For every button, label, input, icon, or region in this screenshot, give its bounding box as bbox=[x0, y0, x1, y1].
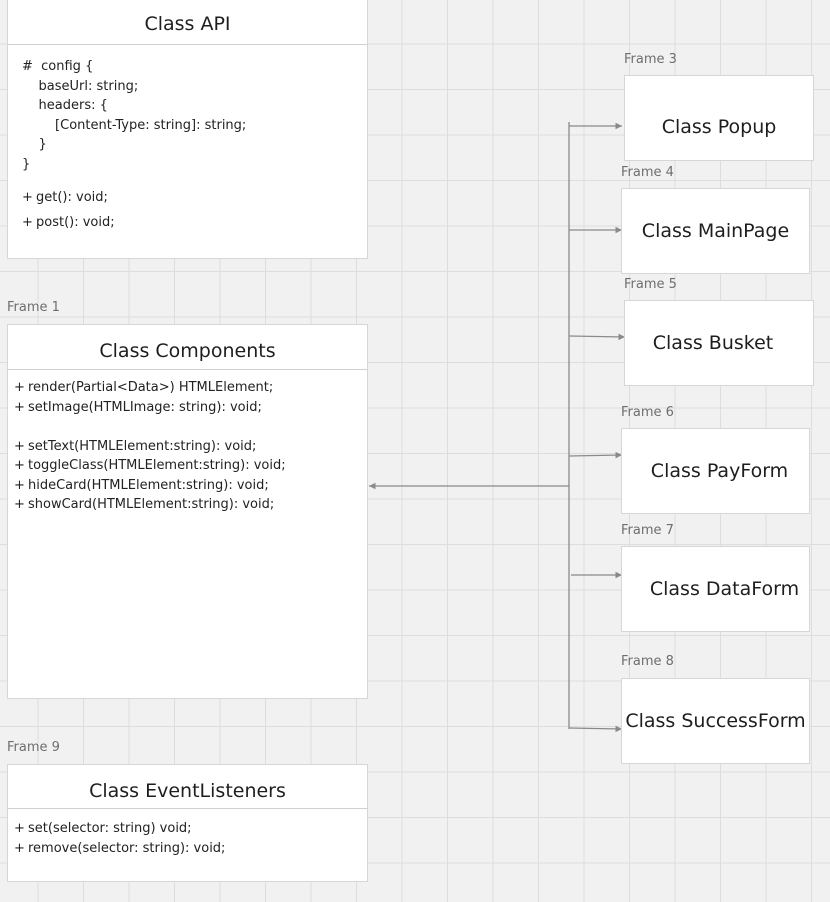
method-signature: showCard(HTMLElement:string): void; bbox=[28, 497, 275, 512]
method-signature: hideCard(HTMLElement:string): void; bbox=[28, 477, 269, 493]
method-signature: post(): void; bbox=[36, 215, 115, 230]
method-row: +hideCard(HTMLElement:string): void; bbox=[14, 476, 286, 496]
class-api-config: # config { baseUrl: string; headers: { [… bbox=[22, 57, 246, 174]
method-row: +toggleClass(HTMLElement:string): void; bbox=[14, 456, 286, 476]
class-successform-title: Class SuccessForm bbox=[625, 710, 806, 732]
public-symbol: + bbox=[14, 399, 25, 415]
class-popup-box[interactable]: Class Popup bbox=[624, 75, 814, 161]
frame-label: Frame 3 bbox=[624, 52, 677, 67]
config-line: headers: { bbox=[22, 98, 108, 113]
class-components-methods: +render(Partial<Data>) HTMLElement; +set… bbox=[14, 378, 286, 515]
method-row: +showCard(HTMLElement:string): void; bbox=[14, 495, 286, 515]
method-signature: setText(HTMLElement:string): void; bbox=[28, 438, 257, 454]
class-dataform-title: Class DataForm bbox=[649, 578, 800, 600]
public-symbol: + bbox=[14, 458, 25, 473]
public-symbol: + bbox=[22, 215, 33, 230]
method-row: +set(selector: string) void; bbox=[14, 819, 225, 839]
public-symbol: + bbox=[14, 497, 25, 512]
config-line: baseUrl: string; bbox=[22, 78, 139, 94]
public-symbol: + bbox=[14, 438, 25, 454]
method-row: +render(Partial<Data>) HTMLElement; bbox=[14, 378, 286, 398]
method-signature: set(selector: string) void; bbox=[28, 821, 192, 836]
config-line: # config { bbox=[22, 59, 94, 74]
arrow-to-payform bbox=[568, 451, 623, 459]
method-signature: toggleClass(HTMLElement:string): void; bbox=[28, 458, 286, 473]
method-row: +remove(selector: string): void; bbox=[14, 839, 225, 859]
class-api-title-bar: Class API bbox=[8, 0, 367, 45]
class-components-title-bar: Class Components bbox=[8, 325, 367, 370]
frame-label: Frame 9 bbox=[7, 740, 60, 755]
public-symbol: + bbox=[14, 477, 25, 493]
class-api-methods: +get(): void; +post(): void; bbox=[22, 185, 115, 235]
class-eventlisteners-box[interactable]: Class EventListeners +set(selector: stri… bbox=[7, 764, 368, 882]
frame-label: Frame 7 bbox=[621, 523, 674, 538]
frame-label: Frame 6 bbox=[621, 405, 674, 420]
class-payform-title: Class PayForm bbox=[650, 460, 789, 482]
method-signature: remove(selector: string): void; bbox=[28, 840, 226, 856]
public-symbol: + bbox=[14, 380, 25, 395]
method-row: +setText(HTMLElement:string): void; bbox=[14, 437, 286, 457]
class-busket-box[interactable]: Class Busket bbox=[624, 300, 814, 386]
class-eventlisteners-title: Class EventListeners bbox=[89, 780, 286, 802]
method-signature: render(Partial<Data>) HTMLElement; bbox=[28, 380, 274, 395]
public-symbol: + bbox=[14, 821, 25, 836]
public-symbol: + bbox=[22, 190, 33, 205]
class-payform-box[interactable]: Class PayForm bbox=[621, 428, 810, 514]
config-line: } bbox=[22, 156, 31, 172]
class-busket-title: Class Busket bbox=[652, 332, 774, 354]
method-row-blank bbox=[14, 417, 286, 437]
class-api-box[interactable]: Class API # config { baseUrl: string; he… bbox=[7, 0, 368, 259]
config-line: } bbox=[22, 137, 47, 152]
class-eventlisteners-title-bar: Class EventListeners bbox=[8, 765, 367, 809]
class-dataform-box[interactable]: Class DataForm bbox=[621, 546, 810, 632]
method-signature: setImage(HTMLImage: string): void; bbox=[28, 399, 262, 415]
class-successform-box[interactable]: Class SuccessForm bbox=[621, 678, 810, 764]
frame-label: Frame 5 bbox=[624, 277, 677, 292]
method-row: +post(): void; bbox=[22, 210, 115, 235]
class-components-title: Class Components bbox=[99, 340, 276, 362]
frame-label: Frame 1 bbox=[7, 300, 60, 315]
config-line: [Content-Type: string]: string; bbox=[22, 117, 247, 133]
frame-label: Frame 8 bbox=[621, 654, 674, 669]
arrow-to-busket bbox=[568, 333, 626, 341]
class-mainpage-box[interactable]: Class MainPage bbox=[621, 188, 810, 274]
method-signature: get(): void; bbox=[36, 190, 108, 205]
arrow-to-successform bbox=[568, 725, 623, 733]
class-mainpage-title: Class MainPage bbox=[641, 220, 790, 242]
method-row: +setImage(HTMLImage: string): void; bbox=[14, 398, 286, 418]
class-eventlisteners-methods: +set(selector: string) void; +remove(sel… bbox=[14, 819, 225, 858]
method-row: +get(): void; bbox=[22, 185, 115, 210]
frame-label: Frame 4 bbox=[621, 165, 674, 180]
public-symbol: + bbox=[14, 840, 25, 856]
class-popup-title: Class Popup bbox=[661, 116, 777, 138]
class-components-box[interactable]: Class Components +render(Partial<Data>) … bbox=[7, 324, 368, 699]
class-api-title: Class API bbox=[144, 13, 231, 35]
